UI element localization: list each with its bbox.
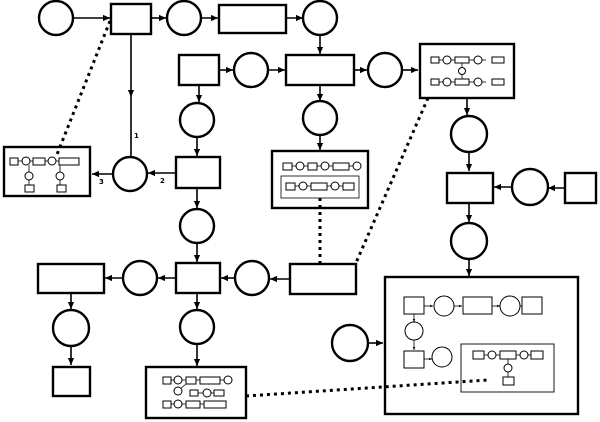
- transition-left-row: [36, 262, 106, 295]
- place-center-col-3: [178, 207, 216, 245]
- arc-label-3: 3: [99, 178, 104, 186]
- subnet-mini-net-left: [9, 156, 80, 193]
- place-top-3: [301, 0, 339, 37]
- place-center-col-1: [178, 101, 216, 139]
- transition-left-bottom: [51, 365, 92, 398]
- subnet-box-left: [2, 145, 92, 198]
- refinement-link-1: [54, 20, 112, 158]
- place-bottom-right-entry: [330, 323, 370, 363]
- subnet-inner-net-bottom-right: [403, 295, 555, 393]
- place-center-bottom: [178, 308, 216, 346]
- transition-center-mid: [174, 155, 222, 190]
- place-top-2: [165, 0, 203, 37]
- place-right-col-2: [449, 221, 489, 261]
- place-center-col-2: [301, 99, 339, 137]
- place-left-bottom: [51, 308, 91, 348]
- transition-row2-center: [284, 53, 356, 87]
- transition-center-hub: [174, 261, 222, 295]
- place-right-edge: [510, 167, 550, 207]
- refinement-link-3: [353, 97, 430, 266]
- place-left-hub: [111, 155, 149, 193]
- transition-center-right-row: [288, 262, 358, 296]
- subnet-box-right-top: [418, 42, 516, 100]
- place-row2-1: [232, 51, 270, 89]
- place-left-row: [121, 259, 159, 297]
- arc-label-1: 1: [134, 132, 139, 140]
- arc-label-2: 2: [160, 177, 165, 185]
- transition-top-1: [109, 2, 153, 36]
- transition-top-2: [217, 3, 288, 35]
- subnet-mini-net-bottom-center: [162, 375, 233, 409]
- place-center-right-row: [233, 259, 271, 297]
- place-top-1: [37, 0, 75, 37]
- transition-right-col: [445, 171, 495, 205]
- transition-row2-left: [177, 53, 221, 87]
- subnet-mini-net-right-top: [430, 55, 505, 87]
- transition-right-edge: [563, 171, 598, 205]
- place-row2-2: [366, 51, 404, 89]
- refinement-link-4: [245, 378, 489, 398]
- place-right-col-1: [449, 114, 489, 154]
